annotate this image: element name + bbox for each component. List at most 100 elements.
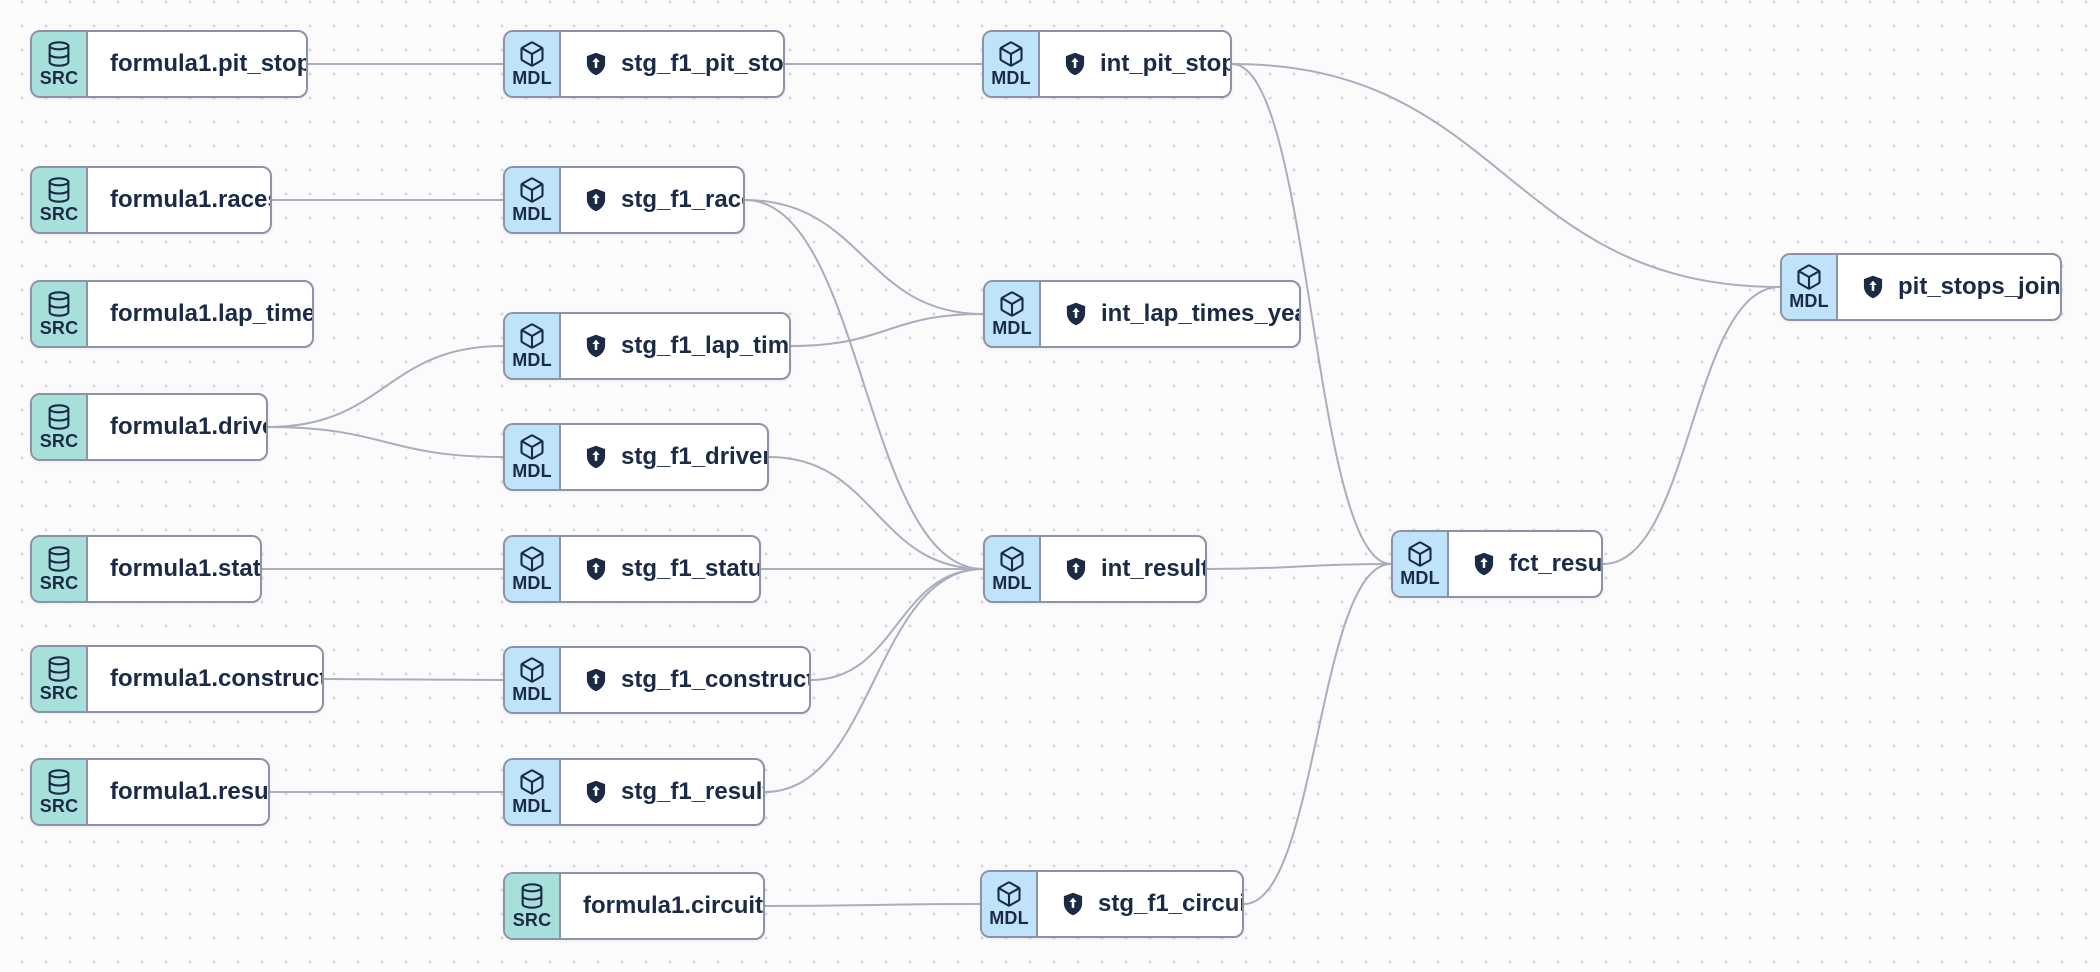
node-label: stg_f1_drivers xyxy=(621,443,769,470)
node-body: formula1.lap_times xyxy=(88,282,314,346)
node-type-label: SRC xyxy=(39,682,79,703)
node-type-label: MDL xyxy=(989,907,1029,928)
edge-stg_f1_constructors-to-int_results xyxy=(810,568,984,681)
cube-icon xyxy=(518,322,546,350)
node-type-label: SRC xyxy=(39,203,79,224)
node-body: stg_f1_drivers xyxy=(561,425,769,489)
node-body: stg_f1_results xyxy=(561,760,763,824)
node-body: formula1.constructors xyxy=(88,647,322,711)
edge-stg_f1_races-to-int_results xyxy=(744,199,984,570)
cube-icon xyxy=(518,656,546,684)
node-label: stg_f1_lap_times xyxy=(621,332,790,359)
node-type-badge: MDL xyxy=(984,32,1040,96)
shield-icon xyxy=(1860,274,1886,300)
database-icon xyxy=(45,768,73,796)
node-label: formula1.circuits xyxy=(583,892,765,919)
node-type-badge: SRC xyxy=(32,647,88,711)
node-label: stg_f1_status xyxy=(621,555,761,582)
cube-icon xyxy=(518,433,546,461)
model-node-stg_f1_status[interactable]: MDL stg_f1_status xyxy=(503,535,761,603)
node-label: formula1.drivers xyxy=(110,413,266,440)
cube-icon xyxy=(1795,263,1823,291)
node-label: formula1.races xyxy=(110,186,272,213)
node-body: formula1.races xyxy=(88,168,272,232)
shield-icon xyxy=(583,333,609,359)
node-body: formula1.status xyxy=(88,537,260,601)
node-label: stg_f1_pit_stops xyxy=(621,50,784,77)
node-type-badge: MDL xyxy=(1782,255,1838,319)
node-type-label: MDL xyxy=(512,349,552,370)
node-type-label: MDL xyxy=(512,67,552,88)
node-body: stg_f1_status xyxy=(561,537,761,601)
node-type-label: MDL xyxy=(512,460,552,481)
database-icon xyxy=(45,403,73,431)
node-type-badge: MDL xyxy=(1393,532,1449,596)
node-type-badge: SRC xyxy=(32,32,88,96)
database-icon xyxy=(45,40,73,68)
database-icon xyxy=(45,290,73,318)
node-type-label: MDL xyxy=(512,683,552,704)
node-body: formula1.circuits xyxy=(561,874,765,938)
node-type-label: SRC xyxy=(39,795,79,816)
node-type-label: SRC xyxy=(39,67,79,88)
node-type-badge: MDL xyxy=(505,648,561,712)
node-type-badge: MDL xyxy=(505,537,561,601)
model-node-fct_results[interactable]: MDL fct_results xyxy=(1391,530,1603,598)
shield-icon xyxy=(583,51,609,77)
cube-icon xyxy=(518,176,546,204)
model-node-stg_f1_constructors[interactable]: MDL stg_f1_constructors xyxy=(503,646,811,714)
model-node-stg_f1_drivers[interactable]: MDL stg_f1_drivers xyxy=(503,423,769,491)
node-type-label: SRC xyxy=(512,909,552,930)
node-type-label: MDL xyxy=(991,67,1031,88)
node-type-label: MDL xyxy=(512,572,552,593)
database-icon xyxy=(518,882,546,910)
node-type-label: MDL xyxy=(512,795,552,816)
node-label: stg_f1_constructors xyxy=(621,666,809,693)
node-body: stg_f1_constructors xyxy=(561,648,809,712)
model-node-int_pit_stops[interactable]: MDL int_pit_stops xyxy=(982,30,1232,98)
shield-icon xyxy=(1062,51,1088,77)
edge-int_results-to-fct_results xyxy=(1206,563,1392,570)
edge-formula1.drivers-to-stg_f1_lap_times xyxy=(267,345,504,428)
node-body: int_pit_stops xyxy=(1040,32,1230,96)
source-node-formula1.circuits[interactable]: SRC formula1.circuits xyxy=(503,872,765,940)
node-type-badge: MDL xyxy=(505,32,561,96)
model-node-stg_f1_lap_times[interactable]: MDL stg_f1_lap_times xyxy=(503,312,791,380)
node-body: formula1.pit_stops xyxy=(88,32,308,96)
node-label: formula1.results xyxy=(110,778,269,805)
node-body: pit_stops_joined xyxy=(1838,255,2061,319)
node-label: stg_f1_results xyxy=(621,778,763,805)
node-type-badge: SRC xyxy=(32,537,88,601)
cube-icon xyxy=(518,545,546,573)
database-icon xyxy=(45,655,73,683)
node-body: int_lap_times_years xyxy=(1041,282,1299,346)
cube-icon xyxy=(995,880,1023,908)
source-node-formula1.results[interactable]: SRC formula1.results xyxy=(30,758,270,826)
source-node-formula1.pit_stops[interactable]: SRC formula1.pit_stops xyxy=(30,30,308,98)
source-node-formula1.constructors[interactable]: SRC formula1.constructors xyxy=(30,645,324,713)
node-label: formula1.pit_stops xyxy=(110,50,308,77)
model-node-pit_stops_joined[interactable]: MDL pit_stops_joined xyxy=(1780,253,2062,321)
node-label: formula1.lap_times xyxy=(110,300,314,327)
shield-icon xyxy=(583,779,609,805)
node-type-label: MDL xyxy=(1400,567,1440,588)
edge-int_pit_stops-to-fct_results xyxy=(1231,63,1392,565)
node-label: fct_results xyxy=(1509,550,1603,577)
model-node-stg_f1_pit_stops[interactable]: MDL stg_f1_pit_stops xyxy=(503,30,785,98)
shield-icon xyxy=(583,444,609,470)
node-label: stg_f1_races xyxy=(621,186,743,213)
model-node-stg_f1_results[interactable]: MDL stg_f1_results xyxy=(503,758,765,826)
edge-int_pit_stops-to-pit_stops_joined xyxy=(1231,63,1781,288)
node-label: pit_stops_joined xyxy=(1898,273,2061,300)
database-icon xyxy=(45,545,73,573)
cube-icon xyxy=(998,290,1026,318)
source-node-formula1.races[interactable]: SRC formula1.races xyxy=(30,166,272,234)
